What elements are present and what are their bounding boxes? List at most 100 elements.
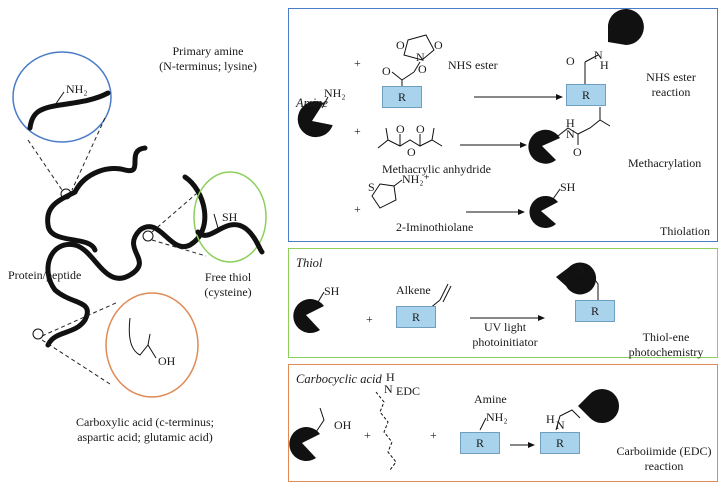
nhs-reaction-label: NHS ester reaction	[636, 70, 706, 100]
amine-pacman-bond	[321, 96, 329, 109]
acid-pacman-oh: OH	[334, 418, 352, 432]
thiol-panel	[288, 248, 718, 358]
edc-product-r-box: R	[540, 432, 580, 454]
amine-pacman-nh2: NH₂	[324, 86, 346, 100]
amine-panel	[288, 8, 718, 242]
edc-product-n: N	[556, 418, 565, 432]
free-thiol-title: Free thiol	[204, 270, 252, 284]
anhydride-me-2	[431, 127, 435, 141]
acid-carbonyl	[147, 333, 151, 346]
anhydride-label: Methacrylic anhydride	[382, 162, 491, 176]
alkene-bond-3	[442, 285, 452, 303]
edc-product-h: H	[546, 412, 555, 426]
nhs-n: N	[416, 50, 425, 64]
acid-amine-r-box: R	[460, 432, 500, 454]
primary-amine-title: Primary amine	[172, 44, 244, 58]
thiol-chain-fragment	[195, 222, 265, 255]
protein-chain	[45, 174, 208, 348]
thiol-ene-label: Thiol-ene photochemistry	[618, 330, 714, 360]
amine-dash-2	[71, 117, 106, 191]
thiolation-arrow-head	[518, 209, 525, 215]
alkene-r-box: R	[396, 306, 436, 328]
carbo-label: Carboiimide (EDC) reaction	[614, 444, 714, 474]
uv-conditions: UV light photoinitiator	[460, 320, 550, 350]
thiolation-pacman	[529, 195, 558, 228]
edc-product-pacman	[578, 389, 620, 423]
acid-pacman	[289, 427, 320, 462]
nhs-product-r-box: R	[566, 84, 606, 106]
thiol-panel-title: Thiol	[296, 256, 323, 270]
methacrylation-arrow-head	[520, 142, 527, 148]
thiolation-bond	[552, 188, 561, 200]
edc-chain	[375, 391, 397, 471]
thiol-sh-label: SH	[222, 210, 238, 224]
acid-panel	[288, 364, 718, 482]
nhs-ring	[403, 34, 435, 61]
iminothiolane-label: 2-Iminothiolane	[396, 220, 474, 234]
acid-amine-nh2: NH₂	[486, 410, 508, 424]
thiol-pacman-bond	[317, 291, 325, 303]
acid-site-marker	[32, 328, 44, 340]
nhs-product-pacman	[608, 9, 644, 45]
nhs-o-1: O	[396, 38, 405, 52]
thiol-ene-r-box: R	[575, 300, 615, 322]
methacrylation-label: Methacrylation	[628, 156, 702, 170]
nhs-o-3: O	[418, 62, 427, 76]
acid-amine-bond	[479, 417, 487, 431]
carboxylic-title: Carboxylic acid (c-terminus;	[76, 415, 214, 429]
anhydride-o-3: O	[416, 122, 425, 136]
anhydride-o-1: O	[396, 122, 405, 136]
nhs-r-box: R	[382, 86, 422, 108]
photoinitiator-label: photoinitiator	[472, 335, 538, 349]
acid-pacman-bond	[315, 407, 325, 433]
nhs-ester-label: NHS ester	[448, 58, 498, 72]
acid-plus-1: +	[364, 428, 371, 442]
nhs-arrow-head	[556, 94, 563, 100]
primary-amine-subtitle: (N-terminus; lysine)	[159, 59, 257, 73]
free-thiol-subtitle: (cysteine)	[204, 285, 252, 299]
nhs-ester-bond	[401, 71, 415, 81]
carboxylic-label: Carboxylic acid (c-terminus; aspartic ac…	[40, 415, 250, 445]
amine-pacman	[297, 101, 333, 138]
anhydride-me-1	[385, 127, 389, 141]
acid-panel-title: Carbocyclic acid	[296, 372, 382, 386]
nhs-product-n: N	[594, 48, 603, 62]
nhs-product-amide	[584, 54, 599, 63]
nhs-reaction-line-2: reaction	[651, 85, 691, 99]
nhs-carbonyl	[391, 71, 403, 81]
nhs-product-h: H	[600, 58, 609, 72]
primary-amine-label: Primary amine (N-terminus; lysine)	[128, 44, 288, 74]
iminothiolane-nh2: NH₂⁺	[402, 172, 430, 186]
nhs-link	[413, 61, 421, 73]
thiol-site-marker	[142, 230, 154, 242]
amine-zoom-circle	[12, 51, 112, 143]
uv-light-label: UV light	[483, 320, 527, 334]
iminothiolane-s: S	[368, 180, 375, 194]
acid-zoom-circle	[105, 292, 199, 398]
nhs-o-4: O	[382, 64, 391, 78]
amine-chain-fragment	[27, 90, 111, 131]
nhs-reaction-line-1: NHS ester	[646, 70, 696, 84]
methacrylation-n: N	[566, 127, 575, 141]
amine-plus-2: +	[354, 124, 361, 138]
carbo-line-2: reaction	[644, 459, 684, 473]
edc-n-label: N	[384, 382, 393, 396]
thiol-ene-line-2: photochemistry	[628, 345, 704, 359]
amine-dash-1	[27, 139, 63, 191]
edc-arrow-head	[528, 442, 535, 448]
protein-chain-mid	[45, 189, 98, 253]
alkene-label: Alkene	[396, 283, 431, 297]
thiol-dash-2	[151, 239, 207, 257]
acid-chain-fragment	[128, 317, 157, 359]
thiol-ene-s: S	[578, 262, 585, 276]
amine-bond	[54, 91, 65, 106]
alkene-bond-2	[439, 283, 449, 301]
amine-site-marker	[60, 188, 72, 200]
methacrylation-pacman	[528, 129, 560, 164]
thiol-ene-chain	[571, 269, 599, 300]
edc-product-chain	[555, 409, 581, 431]
amine-nh2-label: NH₂	[66, 82, 88, 96]
amine-plus-1: +	[354, 56, 361, 70]
